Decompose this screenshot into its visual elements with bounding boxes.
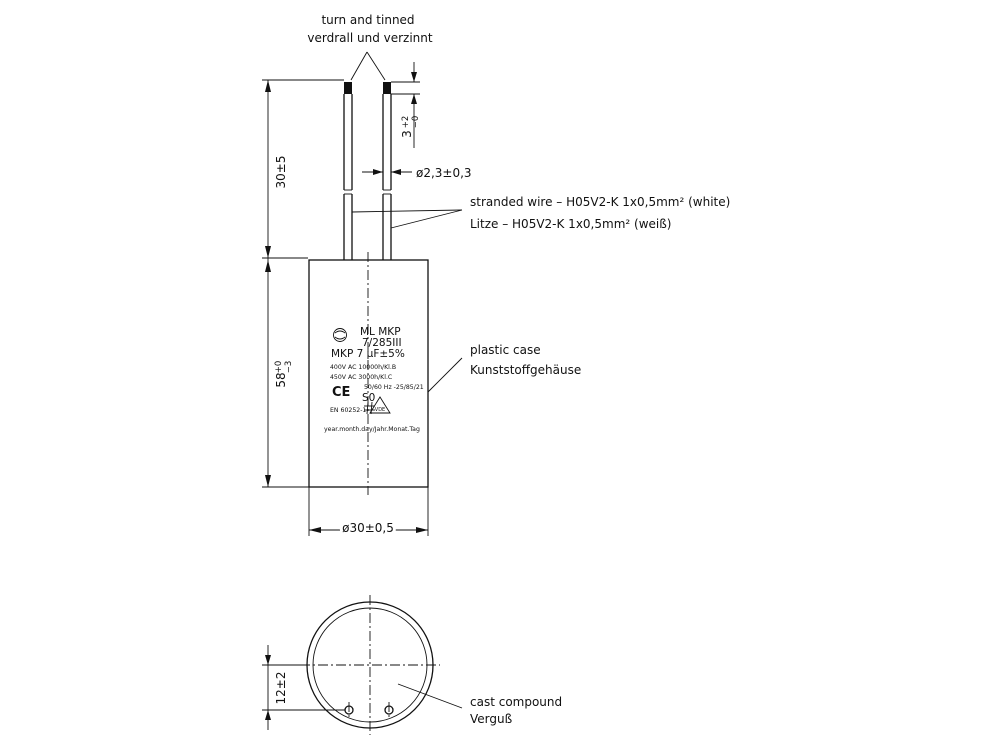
manufacturer-logo-icon: [333, 328, 347, 342]
stranded-wire-label-de: Litze – H05V2-K 1x0,5mm² (weiß): [470, 217, 671, 231]
date-format-note: year.month.day/Jahr.Monat.Tag: [324, 426, 420, 433]
body-height-tol-plus: +0: [274, 361, 284, 374]
wire-length-value: 30±5: [274, 156, 288, 189]
print-line-4: 400V AC 10000h/Kl.B: [330, 364, 396, 371]
cast-compound-callout: cast compound Verguß: [397, 683, 562, 726]
bottom-view: [300, 595, 440, 735]
body-diameter-value: ø30±0,5: [342, 521, 394, 535]
svg-text:VDE: VDE: [375, 407, 385, 413]
print-line-2: 7/285III: [362, 337, 402, 349]
wire-right: [382, 82, 392, 260]
stranded-wire-callout: stranded wire – H05V2-K 1x0,5mm² (white)…: [351, 195, 730, 231]
tinned-end-dimension: 3 +2 −0: [391, 62, 421, 148]
print-line-1: ML MKP: [360, 326, 401, 338]
stranded-wire-label-en: stranded wire – H05V2-K 1x0,5mm² (white): [470, 195, 730, 209]
pin-offset-value: 12±2: [274, 672, 288, 705]
wire-twist-label-de: verdrall und verzinnt: [307, 31, 432, 45]
s0-mark: S0: [362, 392, 375, 404]
cast-compound-label-de: Verguß: [470, 712, 513, 726]
plastic-case-callout: plastic case Kunststoffgehäuse: [427, 343, 581, 393]
cast-compound-label-en: cast compound: [470, 695, 562, 709]
wire-twist-callout: turn and tinned verdrall und verzinnt: [307, 13, 433, 81]
tinned-end-value: 3: [400, 130, 414, 138]
body-height-dimension: 58 +0 −3: [262, 258, 309, 488]
standard-mark: EN 60252-1: [330, 407, 366, 414]
case-markings: ML MKP 7/285III MKP 7 µF±5% 400V AC 1000…: [324, 326, 424, 433]
body-diameter-dimension: ø30±0,5: [308, 487, 429, 538]
wire-left: [343, 82, 353, 260]
capacitor-body: [308, 252, 429, 495]
plastic-case-label-de: Kunststoffgehäuse: [470, 363, 581, 377]
body-height-tol-minus: −3: [284, 361, 294, 374]
vde-triangle-icon: VDE: [369, 396, 391, 414]
hash-mark-icon: [364, 401, 375, 415]
wire-diameter-dimension: ø2,3±0,3: [362, 166, 472, 180]
print-line-5: 450V AC 3000h/Kl.C: [330, 374, 392, 381]
plastic-case-label-en: plastic case: [470, 343, 541, 357]
tinned-end-tol-plus: +2: [401, 116, 411, 129]
body-height-value: 58: [274, 372, 288, 387]
wire-twist-label-en: turn and tinned: [321, 13, 414, 27]
wire-diameter-value: ø2,3±0,3: [416, 166, 472, 180]
ce-mark: CE: [332, 385, 350, 400]
wire-length-dimension: 30±5: [262, 79, 344, 259]
print-line-6: 50/60 Hz -25/85/21: [364, 384, 424, 391]
pin-offset-dimension: 12±2: [262, 645, 345, 730]
tinned-end-tol-minus: −0: [411, 116, 421, 129]
print-line-3: MKP 7 µF±5%: [331, 348, 405, 360]
